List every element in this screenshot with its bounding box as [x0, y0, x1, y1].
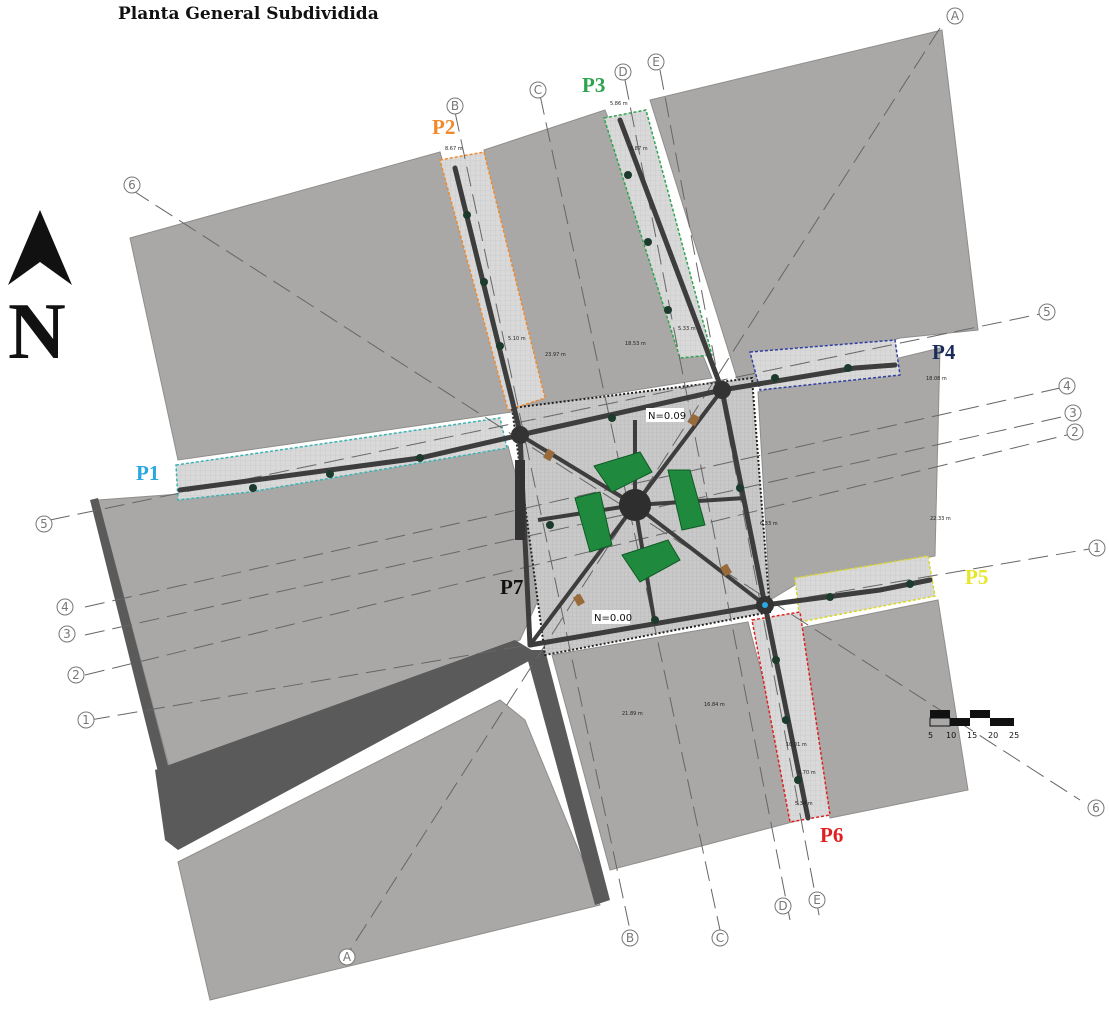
north-arrow: N: [8, 210, 72, 376]
svg-text:3: 3: [63, 627, 71, 641]
zone-labels: P1 P2 P3 P4 P5 P6 P7: [136, 73, 988, 847]
svg-text:4: 4: [61, 600, 69, 614]
svg-text:21.89 m: 21.89 m: [622, 711, 643, 717]
svg-text:16.84 m: 16.84 m: [704, 702, 725, 708]
central-fountain: [619, 489, 651, 521]
plan-title: Planta General Subdividida: [118, 4, 379, 24]
axis-markers: A A B B C C D D E E 6 6 5 5 4 4 3 3 2 2 …: [35, 7, 1106, 966]
node-northwest: [511, 426, 529, 444]
svg-text:A: A: [343, 950, 352, 964]
axis-marker-3-right: 3: [1064, 404, 1082, 422]
axis-marker-d-top: D: [614, 63, 632, 81]
planter-north: [593, 451, 653, 493]
svg-text:C: C: [716, 931, 724, 945]
svg-text:C: C: [534, 83, 542, 97]
level-tags: N=0.09 N=0.00: [592, 408, 686, 624]
level-lower: N=0.00: [594, 613, 632, 624]
planters: [574, 451, 706, 583]
svg-text:B: B: [626, 931, 634, 945]
svg-text:D: D: [618, 65, 627, 79]
axis-marker-d-bottom: D: [774, 897, 792, 915]
axis-marker-4-left: 4: [56, 598, 74, 616]
axis-marker-b-bottom: B: [621, 929, 639, 947]
svg-text:22.33 m: 22.33 m: [930, 516, 951, 522]
svg-text:E: E: [652, 55, 660, 69]
svg-text:1: 1: [1093, 541, 1101, 555]
axis-marker-c-top: C: [529, 81, 547, 99]
axis-marker-e-bottom: E: [808, 891, 826, 909]
axis-marker-1-right: 1: [1088, 539, 1106, 557]
planter-west: [574, 491, 613, 553]
dimension-labels: 8.67 m 5.86 m 6.87 m 23.97 m 18.53 m 21.…: [445, 101, 951, 807]
axis-marker-6-top: 6: [123, 176, 141, 194]
svg-text:15: 15: [967, 731, 977, 740]
axis-marker-a-bottom: A: [338, 948, 356, 966]
svg-text:20: 20: [988, 731, 998, 740]
svg-text:4: 4: [1063, 379, 1071, 393]
svg-text:1: 1: [82, 713, 90, 727]
axis-marker-4-right: 4: [1058, 377, 1076, 395]
axis-marker-c-bottom: C: [711, 929, 729, 947]
axis-marker-6-bottom: 6: [1087, 799, 1105, 817]
svg-text:5.34 m: 5.34 m: [795, 801, 813, 807]
svg-text:5.33 m: 5.33 m: [678, 326, 696, 332]
svg-text:2: 2: [72, 668, 80, 682]
svg-text:18.08 m: 18.08 m: [926, 376, 947, 382]
planter-south: [621, 539, 681, 583]
axis-marker-e-top: E: [647, 53, 665, 71]
svg-text:8.67 m: 8.67 m: [445, 146, 463, 152]
svg-text:E: E: [813, 893, 821, 907]
axis-marker-5-left: 5: [35, 515, 53, 533]
urban-blocks: [97, 29, 979, 1001]
svg-text:6.87 m: 6.87 m: [630, 146, 648, 152]
svg-text:A: A: [951, 9, 960, 23]
zone-label-p7: P7: [500, 575, 523, 599]
svg-text:10: 10: [946, 731, 956, 740]
zone-label-p1: P1: [136, 461, 159, 485]
axis-marker-2-right: 2: [1066, 423, 1084, 441]
svg-text:25: 25: [1009, 731, 1019, 740]
planter-east: [667, 469, 706, 531]
svg-text:18.53 m: 18.53 m: [625, 341, 646, 347]
svg-text:4.70 m: 4.70 m: [798, 770, 816, 776]
svg-text:5: 5: [928, 731, 933, 740]
svg-text:3: 3: [1069, 406, 1077, 420]
svg-text:2: 2: [1071, 425, 1079, 439]
zone-label-p4: P4: [932, 340, 956, 364]
block-northwest: [129, 151, 513, 461]
trees: [249, 171, 914, 784]
svg-text:5: 5: [40, 517, 48, 531]
svg-text:10.01 m: 10.01 m: [786, 742, 807, 748]
svg-text:6: 6: [1092, 801, 1100, 815]
zone-label-p5: P5: [965, 565, 988, 589]
axis-marker-1-left: 1: [77, 711, 95, 729]
svg-text:6.33 m: 6.33 m: [760, 521, 778, 527]
scale-bar: 5 10 15 20 25: [928, 710, 1019, 740]
level-upper: N=0.09: [648, 411, 686, 422]
svg-text:5.86 m: 5.86 m: [610, 101, 628, 107]
north-letter: N: [8, 288, 66, 376]
block-northeast: [649, 29, 979, 389]
zone-label-p3: P3: [582, 73, 605, 97]
zone-label-p6: P6: [820, 823, 843, 847]
svg-text:23.97 m: 23.97 m: [545, 352, 566, 358]
axis-marker-2-left: 2: [67, 666, 85, 684]
benches: [543, 413, 732, 607]
axis-marker-b-top: B: [446, 97, 464, 115]
axis-marker-5-right: 5: [1038, 303, 1056, 321]
zone-label-p2: P2: [432, 115, 455, 139]
svg-text:B: B: [451, 99, 459, 113]
svg-text:6: 6: [128, 178, 136, 192]
bar-element: [515, 460, 525, 540]
corridor-p5: [794, 555, 936, 623]
north-arrow-icon: [8, 210, 72, 285]
axis-marker-3-left: 3: [58, 625, 76, 643]
svg-text:D: D: [778, 899, 787, 913]
node-northeast: [713, 381, 731, 399]
svg-text:5.10 m: 5.10 m: [508, 336, 526, 342]
axis-marker-a-top: A: [946, 7, 964, 25]
svg-text:5: 5: [1043, 305, 1051, 319]
